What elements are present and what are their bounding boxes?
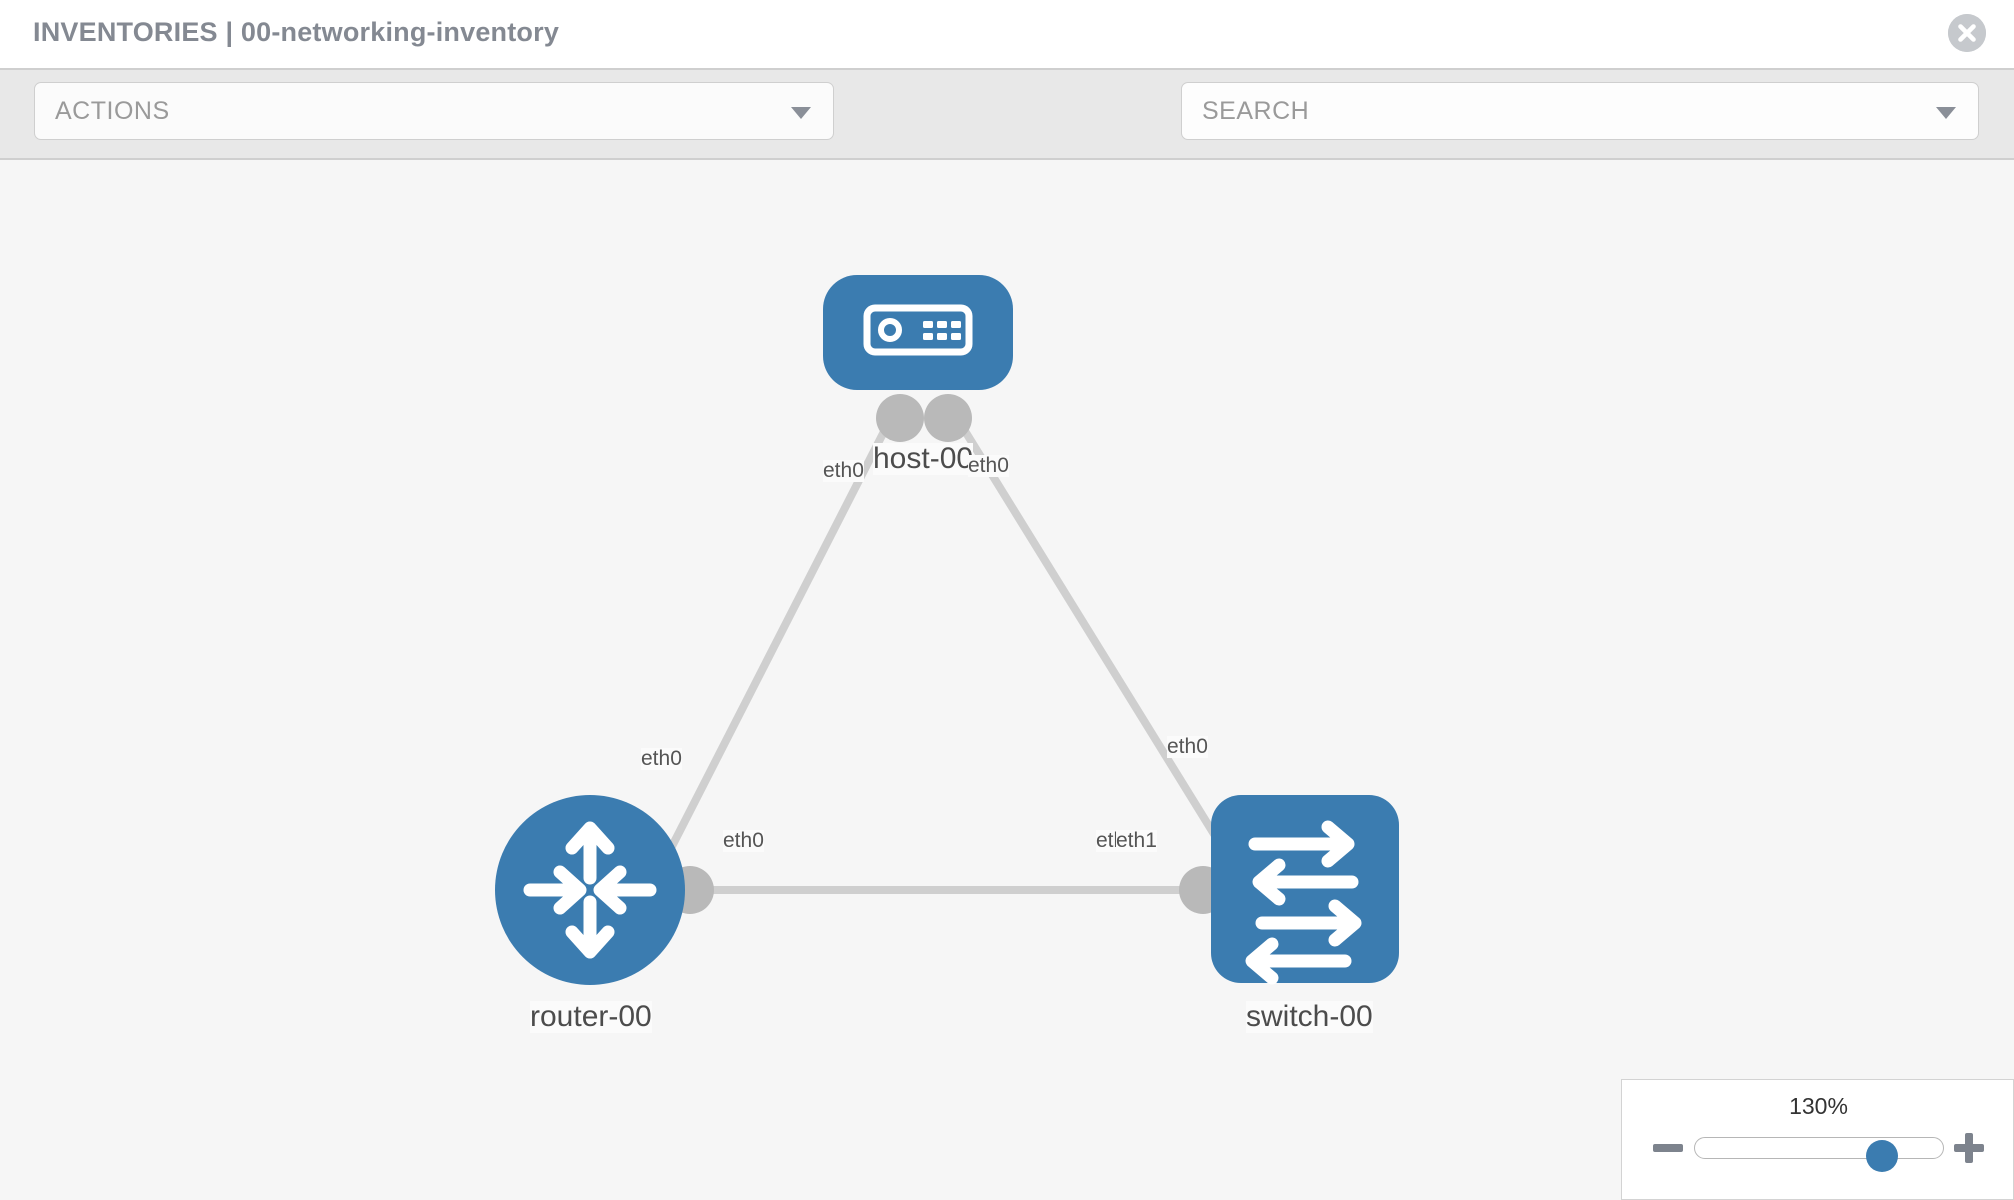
chevron-down-icon[interactable] bbox=[1936, 107, 1956, 119]
search-input-value: SEARCH bbox=[1202, 97, 1310, 125]
nub-host00-right bbox=[924, 394, 972, 442]
topology-graph bbox=[495, 275, 1399, 985]
server-icon bbox=[863, 304, 973, 356]
page-title: INVENTORIES | 00-networking-inventory bbox=[33, 17, 560, 47]
actions-dropdown[interactable]: ACTIONS bbox=[34, 82, 834, 140]
chevron-down-icon bbox=[791, 107, 811, 119]
link-host00-switch00 bbox=[948, 407, 1234, 863]
toolbar: ACTIONS SEARCH bbox=[0, 68, 2014, 202]
actions-dropdown-label: ACTIONS bbox=[55, 97, 170, 125]
interface-label: eth1 bbox=[1116, 829, 1157, 853]
interface-label: eth0 bbox=[723, 829, 764, 853]
plus-icon[interactable] bbox=[1952, 1130, 1986, 1166]
switch-arrows-icon bbox=[1245, 820, 1362, 985]
interface-label: eth0 bbox=[1167, 735, 1208, 759]
close-icon[interactable] bbox=[1948, 14, 1986, 52]
node-label-router-00: router-00 bbox=[530, 1000, 652, 1033]
zoom-control: 130% bbox=[1621, 1079, 2014, 1200]
topology-canvas[interactable]: host-00 router-00 switch-00 eth0 eth0 et… bbox=[0, 160, 2014, 1200]
interface-label: eth0 bbox=[641, 747, 682, 771]
node-switch-00 bbox=[1211, 795, 1399, 985]
router-arrows-icon bbox=[523, 821, 657, 959]
titlebar: INVENTORIES | 00-networking-inventory bbox=[0, 0, 2014, 68]
nub-host00-left bbox=[876, 394, 924, 442]
interface-label: eth0 bbox=[823, 459, 864, 483]
search-input[interactable]: SEARCH bbox=[1181, 82, 1979, 140]
minus-icon[interactable] bbox=[1651, 1130, 1685, 1166]
interface-label: eth0 bbox=[968, 454, 1009, 478]
link-host00-router00 bbox=[661, 408, 899, 862]
zoom-percent-label: 130% bbox=[1789, 1093, 1848, 1119]
node-label-host-00: host-00 bbox=[873, 442, 974, 475]
link-edges bbox=[661, 407, 1234, 894]
node-host-00 bbox=[823, 275, 1013, 390]
zoom-slider[interactable] bbox=[1694, 1137, 1944, 1172]
zoom-slider-row bbox=[1622, 1130, 2014, 1172]
zoom-slider-thumb[interactable] bbox=[1866, 1140, 1898, 1172]
node-label-switch-00: switch-00 bbox=[1246, 1000, 1373, 1033]
node-router-00 bbox=[495, 795, 685, 985]
